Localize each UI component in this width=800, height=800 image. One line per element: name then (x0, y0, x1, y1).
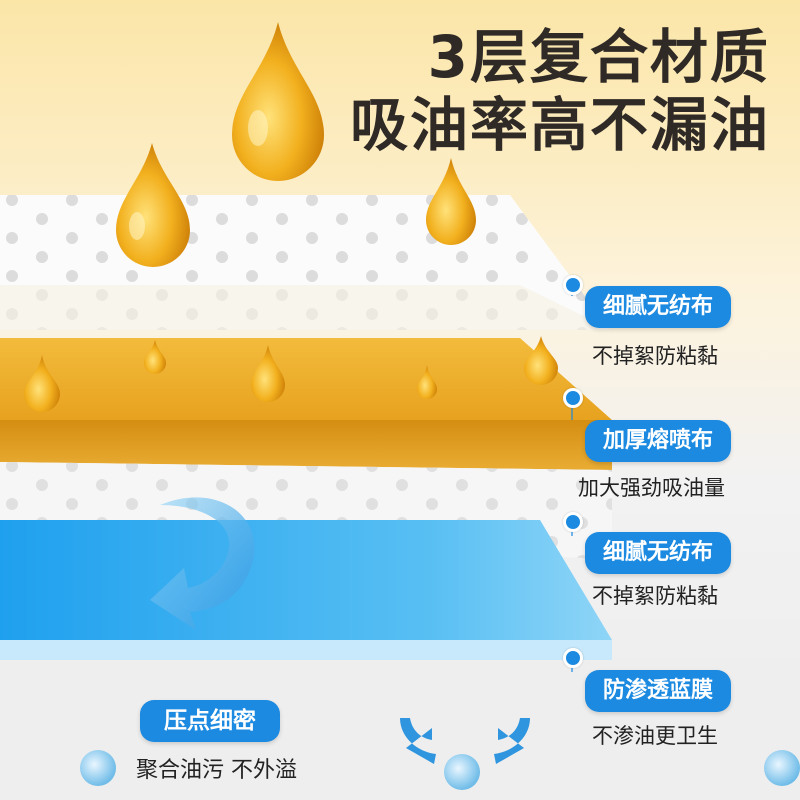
layer-4-title: 防渗透蓝膜 (585, 670, 732, 712)
bottom-feature-title: 压点细密 (140, 700, 280, 742)
oil-drop-icon (426, 158, 476, 245)
double-arrow-icon (400, 718, 530, 764)
callout-dot (563, 388, 583, 408)
callout-dot (563, 512, 583, 532)
headline-line-2: 吸油率高不漏油 (349, 91, 770, 159)
layer-3-desc: 不掉絮防粘黏 (592, 584, 718, 608)
callout-dot (563, 648, 583, 668)
bead (764, 750, 800, 786)
oil-drop-icon (144, 340, 166, 374)
layer-3-title: 细腻无纺布 (585, 532, 732, 574)
oil-drop-icon (417, 365, 437, 399)
oil-drop-icon (232, 22, 324, 181)
headline-line-1: 3层复合材质 (427, 23, 770, 91)
layer-1-title: 细腻无纺布 (585, 286, 732, 328)
top-nonwoven-layer (0, 195, 612, 330)
bead (80, 750, 116, 786)
blue-film-layer (0, 520, 612, 660)
bead (444, 754, 480, 790)
layer-2-desc: 加大强劲吸油量 (578, 476, 725, 500)
curved-arrow-icon (150, 497, 255, 630)
oil-drop-icon (24, 355, 60, 412)
layer-2-title: 加厚熔喷布 (585, 420, 732, 462)
meltblown-layer (0, 338, 612, 470)
callout-dot (563, 275, 583, 295)
oil-drop-icon (116, 143, 190, 267)
layer-1-desc: 不掉絮防粘黏 (592, 344, 718, 368)
layer-4-desc: 不渗油更卫生 (592, 724, 718, 748)
bottom-feature-desc: 聚合油污 不外溢 (136, 758, 297, 783)
oil-drop-icon (524, 336, 558, 385)
oil-drop-icon (251, 345, 285, 402)
